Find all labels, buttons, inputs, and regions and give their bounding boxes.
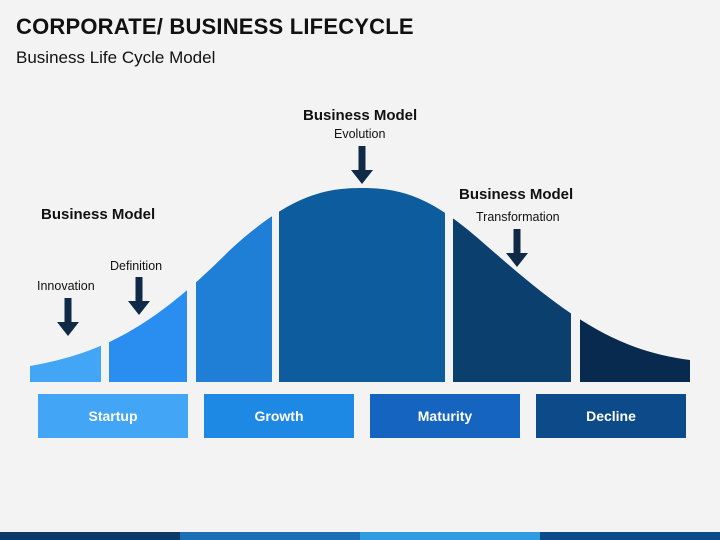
stage-decline-label: Decline (586, 408, 636, 424)
curve-segment (196, 188, 272, 382)
footer-segment (0, 532, 180, 540)
stage-growth-label: Growth (254, 408, 304, 424)
definition-arrow-icon (128, 277, 150, 315)
label-transformation: Transformation (476, 210, 560, 224)
curve-segment (30, 188, 101, 382)
page-title: CORPORATE/ BUSINESS LIFECYCLE (16, 14, 414, 39)
footer-segment (180, 532, 360, 540)
innovation-arrow-icon (57, 298, 79, 336)
stage-decline: Decline (536, 394, 686, 438)
label-definition: Definition (110, 259, 163, 273)
stage-growth: Growth (204, 394, 354, 438)
label-evolution: Evolution (334, 127, 386, 141)
page-subtitle: Business Life Cycle Model (16, 48, 216, 67)
label-business-model-left: Business Model (41, 206, 156, 223)
curve-segment (279, 188, 445, 382)
evolution-arrow-icon (351, 146, 373, 184)
label-business-model-top: Business Model (303, 107, 418, 124)
stage-maturity-label: Maturity (417, 408, 473, 424)
curve-segment (580, 188, 690, 382)
stage-startup: Startup (38, 394, 188, 438)
stage-maturity: Maturity (370, 394, 520, 438)
footer-segment (360, 532, 540, 540)
footer-segment (540, 532, 720, 540)
label-innovation: Innovation (37, 279, 95, 293)
transformation-arrow-icon (506, 229, 528, 267)
footer-bar (0, 532, 720, 540)
stage-startup-label: Startup (88, 408, 138, 424)
label-business-model-right: Business Model (459, 186, 574, 203)
